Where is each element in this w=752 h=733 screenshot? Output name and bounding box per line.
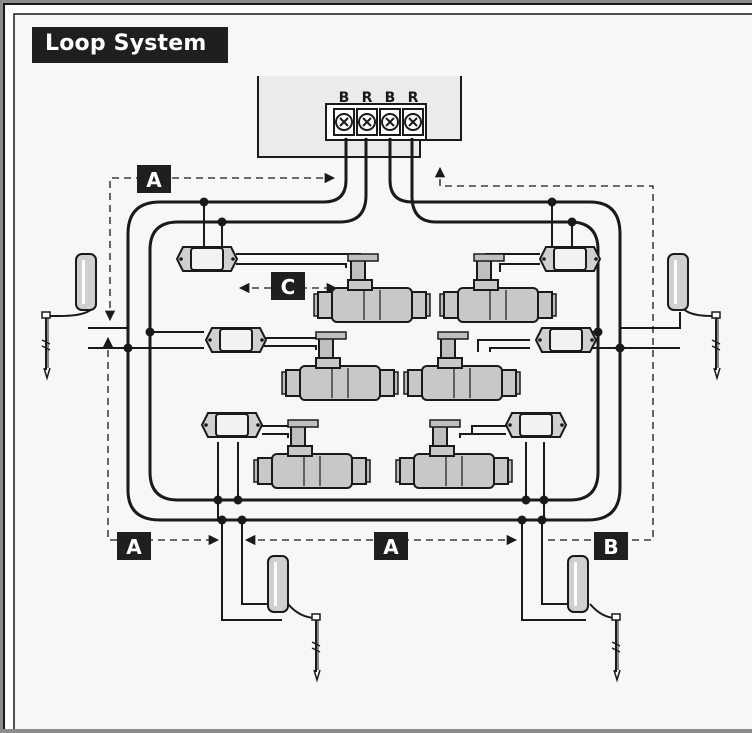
decoder-icon xyxy=(205,327,267,353)
splice-dot-icon xyxy=(217,217,227,227)
controller-box: B R B R xyxy=(257,76,462,158)
splice-dot-icon xyxy=(123,343,133,353)
decoder-icon xyxy=(539,246,601,272)
splice-dot-icon xyxy=(145,327,155,337)
surge-arrestor-icon xyxy=(667,253,689,311)
terminal-label: R xyxy=(408,90,419,106)
screw-terminal-icon xyxy=(402,108,424,136)
splice-dot-icon xyxy=(537,515,547,525)
terminal-label: B xyxy=(339,90,350,106)
screw-terminal-icon xyxy=(333,108,355,136)
splice-dot-icon xyxy=(567,217,577,227)
callout-letter: A xyxy=(146,168,162,192)
callout-letter: B xyxy=(603,535,618,559)
callout-letter: C xyxy=(281,275,296,299)
surge-arrestor-icon xyxy=(267,555,289,613)
splice-dot-icon xyxy=(233,495,243,505)
decoder-icon xyxy=(176,246,238,272)
splice-dot-icon xyxy=(539,495,549,505)
title-badge: Loop System xyxy=(32,27,228,63)
decoder-icon xyxy=(505,412,567,438)
splice-dot-icon xyxy=(547,197,557,207)
callout-letter: A xyxy=(383,535,399,559)
callout-c: C xyxy=(271,272,305,300)
callout-a-bottom-middle: A xyxy=(374,532,408,560)
splice-dot-icon xyxy=(593,327,603,337)
surge-arrestor-icon xyxy=(75,253,97,311)
splice-dot-icon xyxy=(199,197,209,207)
terminal-label: B xyxy=(385,90,396,106)
page-title: Loop System xyxy=(45,31,207,56)
decoder-icon xyxy=(201,412,263,438)
screw-terminal-icon xyxy=(356,108,378,136)
callout-a-bottom-left: A xyxy=(117,532,151,560)
splice-dot-icon xyxy=(521,495,531,505)
callout-b: B xyxy=(594,532,628,560)
surge-arrestor-icon xyxy=(567,555,589,613)
splice-dot-icon xyxy=(213,495,223,505)
loop-wiring xyxy=(126,138,622,522)
callout-letter: A xyxy=(126,535,142,559)
splice-dot-icon xyxy=(615,343,625,353)
splice-dot-icon xyxy=(237,515,247,525)
splice-dots xyxy=(123,197,625,525)
splice-dot-icon xyxy=(517,515,527,525)
splice-dot-icon xyxy=(217,515,227,525)
screw-terminal-icon xyxy=(379,108,401,136)
decoder-icon xyxy=(535,327,597,353)
callout-a-top: A xyxy=(137,165,171,193)
terminal-label: R xyxy=(362,90,373,106)
